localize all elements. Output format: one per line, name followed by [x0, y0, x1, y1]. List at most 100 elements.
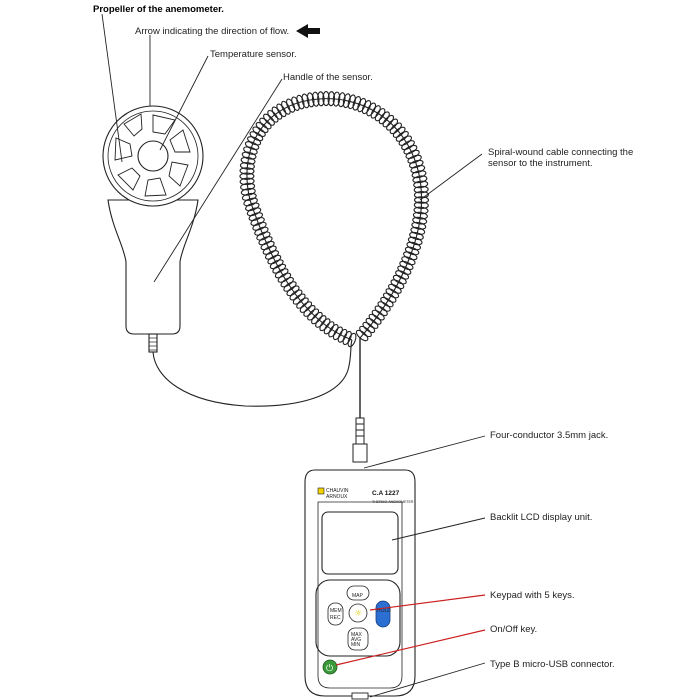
coil-loop [239, 167, 255, 175]
coil-loop [241, 192, 257, 201]
coil-loop [407, 236, 423, 246]
coil-loop [301, 93, 310, 109]
coil-loop [368, 313, 382, 325]
coil-loop [347, 94, 356, 110]
coil-loop [322, 91, 330, 107]
coil-loop [352, 96, 362, 111]
coil-loop [281, 100, 291, 115]
leader-jack [363, 435, 486, 469]
coil-loop [388, 283, 402, 294]
coil-loop [399, 260, 414, 271]
coil-loop [240, 187, 256, 196]
map-key[interactable] [346, 585, 370, 601]
usb-connector[interactable] [351, 692, 369, 700]
backlight-key[interactable] [348, 603, 368, 623]
brand-logo: CHAUVIN ARNOUX C.A 1227 THERMO-ANEMOMETE… [317, 487, 414, 504]
min-label: MIN [351, 642, 361, 648]
coil-loop [412, 175, 428, 184]
red-leader-lines [335, 594, 486, 666]
coil-loop [332, 326, 343, 341]
coil-loop [413, 201, 429, 209]
power-icon: ⏻ [326, 663, 333, 674]
coil-loop [315, 315, 327, 328]
rec-key-label: REC [330, 615, 341, 621]
coil-loop [311, 91, 320, 107]
coil-loop [267, 109, 279, 123]
coil-loop [262, 245, 277, 255]
coil-loop [404, 246, 420, 256]
coil-loop [248, 212, 264, 221]
avg-label: AVG [351, 637, 361, 643]
flow-arrow-icon [296, 24, 320, 38]
leader-propeller [101, 13, 123, 163]
coil-loop [328, 323, 339, 338]
coil-loop [239, 177, 255, 186]
coil-loop [277, 272, 292, 283]
lcd-display [321, 511, 399, 575]
leader-keypad [369, 594, 486, 611]
mem-key-label: MEM [330, 608, 342, 614]
max-avg-min-key[interactable] [347, 627, 369, 651]
label-usb: Type B micro-USB connector. [490, 659, 615, 670]
coil-loop [255, 121, 269, 134]
coil-loop [311, 311, 323, 325]
coil-loop [406, 241, 421, 251]
coil-loop [249, 131, 264, 142]
coil-loop [283, 281, 297, 292]
label-handle: Handle of the sensor. [283, 72, 373, 83]
coil-loop [269, 259, 284, 270]
power-key[interactable] [322, 659, 338, 675]
coil-loop [380, 296, 394, 308]
coil-loop [361, 100, 372, 115]
label-cable-line1: Spiral-wound cable connecting the [488, 147, 633, 158]
jack-connector [352, 417, 368, 463]
coil-loop [410, 164, 426, 174]
coil-loop [271, 106, 283, 120]
coil-loop [337, 328, 348, 343]
coil-loop [390, 279, 405, 290]
coil-loop [365, 317, 379, 329]
hold-key-label: HOLD [377, 608, 391, 614]
mem-key[interactable] [327, 602, 344, 626]
coil-loop [371, 309, 385, 321]
coil-loop [370, 105, 381, 119]
coil-loop [395, 131, 409, 142]
coil-loop [241, 151, 257, 160]
leader-lines [101, 13, 486, 698]
probe-head [102, 105, 204, 353]
coil-loop [286, 285, 300, 297]
label-lcd: Backlit LCD display unit. [490, 512, 592, 523]
coil-loop [260, 240, 275, 251]
coil-loop [413, 185, 429, 194]
coil-loop [362, 321, 376, 334]
model-subtitle: THERMO-ANEMOMETER [372, 500, 414, 504]
coil-loop [252, 126, 266, 137]
coil-loop [259, 117, 272, 130]
sun-icon: ☼ [354, 609, 362, 619]
coil-loop [239, 172, 255, 180]
coil-loop [280, 277, 294, 288]
coil-loop [366, 102, 377, 117]
coil-loop [303, 304, 316, 317]
instrument [304, 469, 416, 697]
hold-key[interactable] [375, 600, 391, 628]
spiral-cable [246, 98, 422, 341]
leader-cable [419, 153, 483, 201]
model-name: C.A 1227 [372, 490, 400, 497]
max-label: MAX [351, 632, 363, 638]
label-onoff: On/Off key. [490, 624, 537, 635]
coil-loop [405, 149, 420, 159]
brand-emblem [317, 487, 325, 495]
coil-loop [247, 136, 262, 146]
coil-loop [240, 182, 256, 191]
leader-usb [369, 662, 486, 698]
coil-loop [413, 191, 429, 199]
coil-loop [409, 159, 424, 169]
map-key-label: MAP [352, 593, 364, 599]
coil-loop [243, 146, 258, 155]
coil-loop [317, 91, 325, 107]
coil-loop [413, 206, 429, 215]
label-cable-line2: sensor to the instrument. [488, 158, 593, 169]
leader-handle [153, 78, 283, 283]
